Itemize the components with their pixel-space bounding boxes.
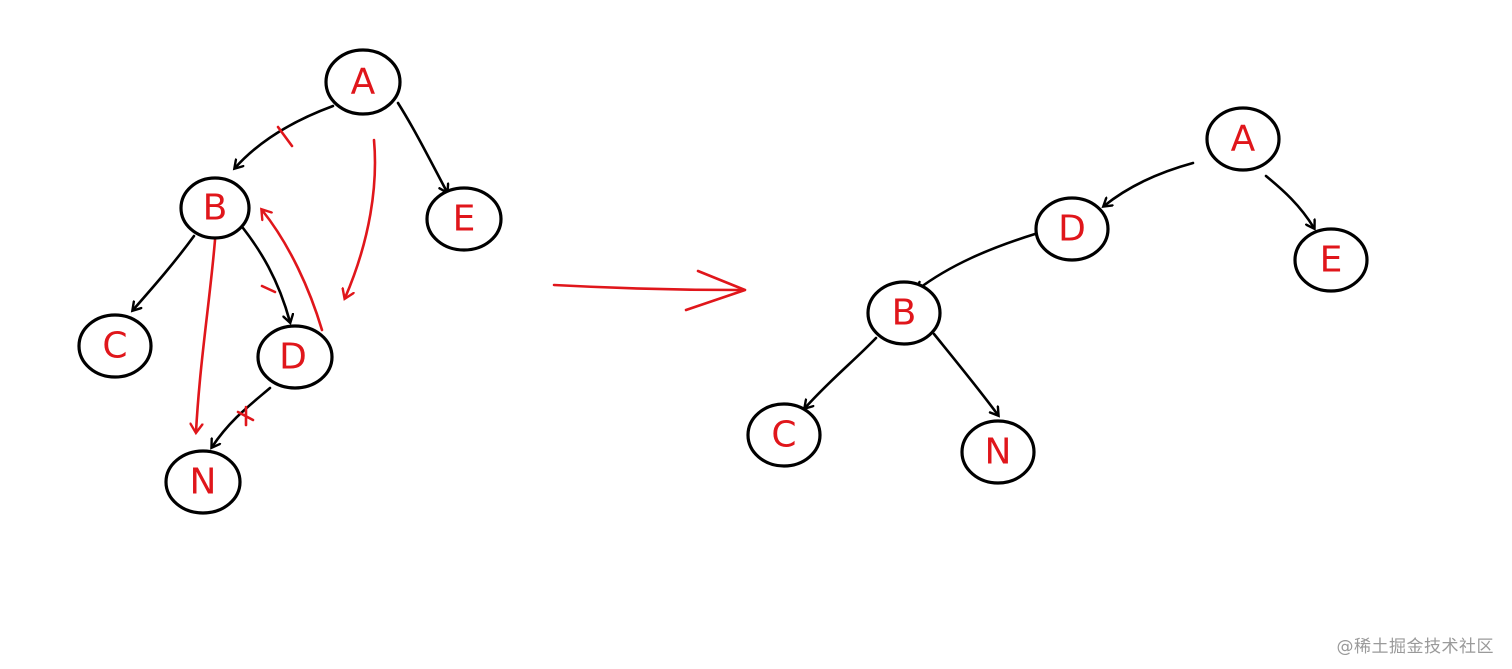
left-node-b-label: B xyxy=(203,188,228,229)
left-node-d-label: D xyxy=(279,337,307,378)
left-edge-b-d xyxy=(241,226,290,322)
left-node-d: D xyxy=(256,324,334,390)
left-node-a: A xyxy=(324,48,402,116)
right-node-b: B xyxy=(866,280,942,346)
right-node-a-label: A xyxy=(1231,119,1256,160)
watermark-text: @稀土掘金技术社区 xyxy=(1336,637,1494,657)
right-node-c: C xyxy=(746,402,822,468)
left-node-e-label: E xyxy=(453,199,476,240)
redirect-arrow-a-to-d xyxy=(345,138,377,298)
right-node-e-label: E xyxy=(1320,240,1343,281)
right-node-e: E xyxy=(1293,227,1369,293)
transform-arrow xyxy=(552,269,747,312)
cross-mark-a-b xyxy=(276,125,294,148)
right-edge-a-e xyxy=(1264,174,1314,228)
left-edges xyxy=(133,101,447,447)
left-edge-a-e xyxy=(396,101,447,192)
left-node-b: B xyxy=(179,176,251,240)
right-edge-b-n xyxy=(932,332,998,415)
left-edge-b-c xyxy=(133,234,196,310)
right-node-d-label: D xyxy=(1058,209,1086,250)
left-edge-a-b xyxy=(235,104,335,168)
right-edge-a-d xyxy=(1104,161,1195,206)
right-node-b-label: B xyxy=(892,293,917,334)
left-edge-d-n xyxy=(212,386,272,447)
right-node-c-label: C xyxy=(771,415,796,456)
left-tree: A B E C D N xyxy=(77,48,503,515)
left-node-n-label: N xyxy=(190,462,217,503)
right-node-d: D xyxy=(1034,196,1110,262)
right-node-n-label: N xyxy=(985,432,1012,473)
right-edges xyxy=(805,161,1314,415)
left-node-c-label: C xyxy=(102,326,127,367)
cross-mark-b-d xyxy=(260,284,277,294)
cross-mark-d-n xyxy=(236,405,255,427)
right-edge-b-c xyxy=(805,336,878,408)
right-node-n: N xyxy=(960,419,1036,485)
redirect-arrow-d-to-b xyxy=(262,210,324,332)
left-node-n: N xyxy=(164,449,242,515)
right-tree: A D E B C N xyxy=(746,106,1369,485)
left-node-c: C xyxy=(77,313,153,379)
right-edge-d-b xyxy=(917,232,1037,290)
left-node-a-label: A xyxy=(351,62,376,103)
left-annotations xyxy=(196,125,377,432)
redirect-arrow-b-to-n xyxy=(196,238,217,432)
right-node-a: A xyxy=(1205,106,1281,172)
left-node-e: E xyxy=(425,186,503,252)
